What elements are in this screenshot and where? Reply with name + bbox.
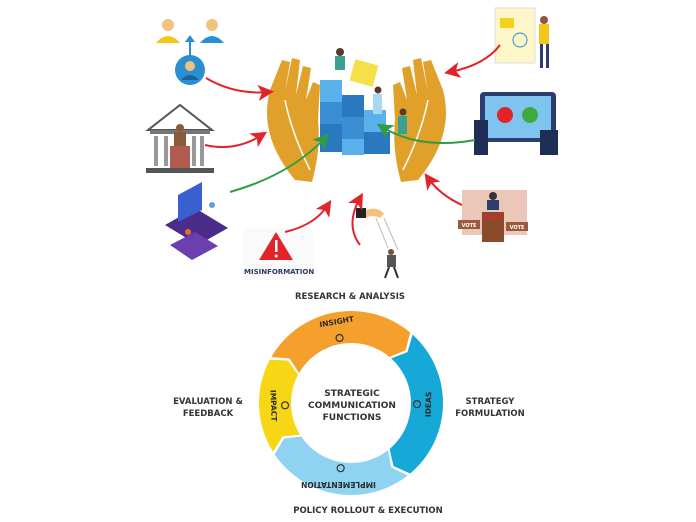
red-arrow	[348, 192, 363, 246]
red-arrow	[204, 131, 268, 148]
left-hand-icon	[267, 58, 320, 182]
segment-implementation	[274, 436, 408, 495]
tablet-feedback-icon	[474, 92, 558, 155]
red-arrow	[284, 199, 332, 233]
lightbulb-icon	[412, 400, 422, 409]
segment-insight	[271, 310, 411, 373]
label-feedback: FEEDBACK	[183, 409, 234, 419]
rocket-icon	[336, 464, 345, 473]
magnifier-icon	[335, 333, 344, 343]
green-arrow	[376, 123, 476, 145]
courthouse-podium-icon	[145, 103, 215, 173]
misinformation-icon: MISINFORMATION	[243, 228, 314, 280]
puppet-manipulation-icon	[356, 208, 399, 279]
vote-sign-right: VOTE	[510, 225, 525, 231]
digital-platform-icon	[165, 182, 228, 260]
center-title-line3: FUNCTIONS	[323, 413, 382, 423]
planning-board-icon	[494, 7, 549, 68]
center-title-line2: COMMUNICATION	[308, 401, 396, 411]
green-arrow	[229, 133, 330, 193]
segment-impact	[259, 359, 301, 452]
label-research-analysis: RESEARCH & ANALYSIS	[295, 292, 405, 302]
right-hand-icon	[393, 58, 446, 182]
red-arrow	[424, 173, 463, 206]
misinformation-label: MISINFORMATION	[244, 268, 314, 276]
label-policy-rollout: POLICY ROLLOUT & EXECUTION	[293, 506, 443, 516]
segment-impact-label: IMPACT	[269, 390, 279, 423]
red-arrow	[444, 44, 501, 78]
label-formulation: FORMULATION	[455, 409, 525, 419]
influence-arrows	[204, 44, 501, 246]
election-vote-icon: VOTE VOTE	[458, 190, 528, 242]
vote-sign-left: VOTE	[462, 223, 477, 229]
people-hierarchy-icon	[156, 19, 224, 85]
chart-person-icon	[280, 401, 290, 410]
segment-ideas	[389, 334, 444, 474]
label-strategy: STRATEGY	[466, 397, 516, 407]
segment-implementation-label: IMPLEMENTATION	[301, 480, 376, 489]
center-title-line1: STRATEGIC	[324, 389, 380, 399]
red-arrow	[205, 77, 274, 101]
label-evaluation: EVALUATION &	[173, 397, 243, 407]
segment-ideas-label: IDEAS	[424, 392, 433, 418]
